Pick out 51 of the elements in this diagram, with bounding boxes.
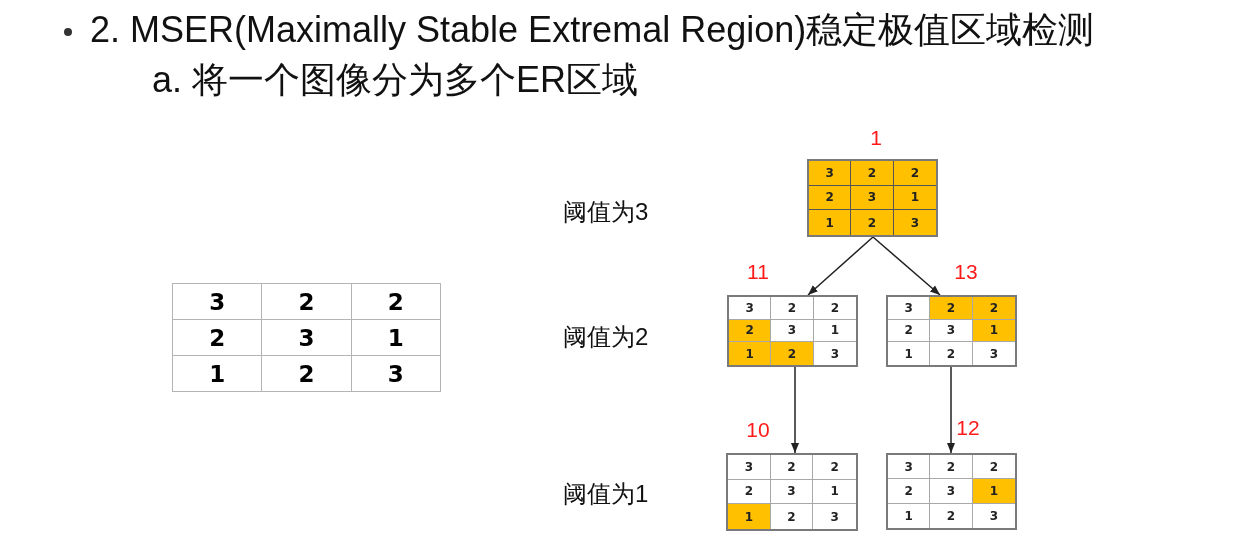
arrow (807, 236, 874, 296)
highlighted-cell: 1 (729, 342, 772, 365)
highlighted-cell: 3 (809, 161, 852, 186)
highlighted-cell: 3 (851, 185, 894, 211)
table-cell: 3 (350, 355, 441, 392)
table-cell: 3 (172, 283, 263, 320)
pixel-grid (886, 295, 1017, 367)
table-cell: 3 (888, 297, 931, 320)
table-cell: 3 (930, 479, 973, 504)
table-cell: 2 (888, 319, 931, 343)
highlighted-cell: 2 (972, 297, 1015, 320)
region-number: 1 (870, 126, 882, 150)
highlighted-cell: 2 (851, 161, 894, 186)
table-cell: 2 (350, 283, 441, 320)
highlighted-cell: 2 (809, 185, 852, 211)
subtitle: a. 将一个图像分为多个ER区域 (152, 58, 639, 102)
pixel-grid (727, 295, 858, 367)
table-cell: 3 (729, 297, 772, 320)
threshold-label: 阈值为1 (563, 479, 649, 509)
highlighted-cell: 2 (930, 297, 973, 320)
table-cell: 2 (771, 297, 814, 320)
pixel-grid (726, 453, 858, 531)
table-cell: 2 (888, 479, 931, 504)
highlighted-cell: 1 (728, 504, 771, 529)
pixel-grid (886, 453, 1017, 530)
highlighted-cell: 2 (729, 319, 772, 343)
table-cell: 1 (172, 355, 263, 392)
table-cell: 2 (770, 455, 814, 480)
region-number: 10 (746, 418, 770, 442)
region-number: 12 (956, 416, 980, 440)
title: 2. MSER(Maximally Stable Extremal Region)稳定极值区域检测 (90, 8, 1095, 52)
highlighted-cell: 2 (771, 342, 814, 365)
highlighted-cell: 1 (972, 479, 1015, 504)
table-cell: 3 (888, 455, 931, 480)
table-cell: 2 (728, 479, 771, 505)
arrow (947, 366, 955, 454)
table-cell: 2 (930, 455, 973, 480)
table-cell: 3 (930, 319, 973, 343)
table-cell: 3 (728, 455, 771, 480)
region-number: 11 (747, 260, 769, 284)
threshold-label: 阈值为2 (563, 322, 649, 352)
threshold-label: 阈值为3 (563, 197, 649, 227)
region-number: 13 (954, 260, 978, 284)
table-cell: 3 (771, 319, 814, 343)
arrow (791, 366, 799, 454)
highlighted-cell: 3 (893, 210, 936, 235)
highlighted-cell: 1 (809, 210, 852, 235)
pixel-grid (807, 159, 938, 237)
highlighted-cell: 2 (851, 210, 894, 235)
highlighted-cell: 2 (893, 161, 936, 186)
arrow (872, 236, 941, 296)
